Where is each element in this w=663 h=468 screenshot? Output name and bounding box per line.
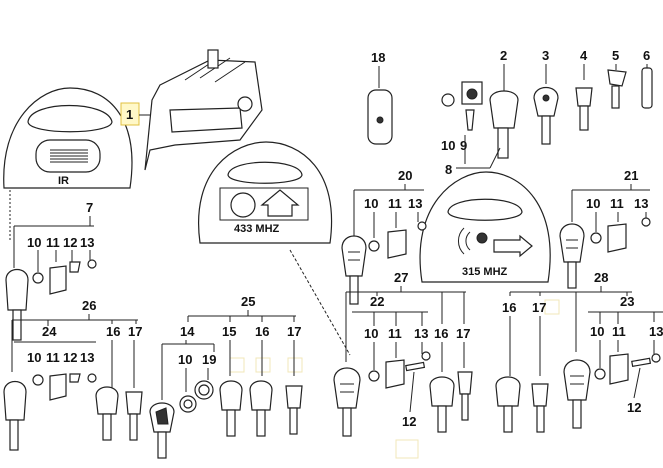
part-group-26: 26 24 10 11 12 13 16 17 — [3, 298, 143, 451]
callout-25-17: 17 — [287, 324, 301, 339]
callout-23-11: 11 — [612, 324, 626, 339]
part-group-28: 28 16 17 23 10 11 13 12 — [495, 270, 663, 433]
callout-5: 5 — [612, 48, 619, 63]
callout-21-13: 13 — [634, 196, 648, 211]
callout-27-16: 16 — [434, 326, 448, 341]
callout-27: 27 — [394, 270, 408, 285]
callout-7-11: 11 — [46, 235, 60, 250]
callout-26-16: 16 — [106, 324, 120, 339]
callout-25-16: 16 — [255, 324, 269, 339]
callout-24-12: 12 — [63, 350, 77, 365]
mhz315-label: 315 MHZ — [462, 266, 508, 278]
remote-315mhz-housing: 315 MHZ — [419, 171, 551, 283]
callout-22-10: 10 — [364, 326, 378, 341]
door-handle-assembly: 1 — [120, 49, 263, 171]
callout-26: 26 — [82, 298, 96, 313]
callout-3: 3 — [542, 48, 549, 63]
callout-10-top: 10 — [441, 138, 455, 153]
callout-6: 6 — [643, 48, 650, 63]
key-part-2: 2 — [489, 48, 519, 159]
callout-27-17: 17 — [456, 326, 470, 341]
callout-14-19: 19 — [202, 352, 216, 367]
part-group-7: 7 10 11 12 13 — [5, 200, 97, 341]
callout-25-14: 14 — [180, 324, 195, 339]
callout-24-11: 11 — [46, 350, 60, 365]
callout-25: 25 — [241, 294, 255, 309]
callout-22-11: 11 — [388, 326, 402, 341]
callout-2: 2 — [500, 48, 507, 63]
part-group-27: 27 22 10 11 13 16 17 12 — [333, 270, 473, 437]
callout-24: 24 — [42, 324, 57, 339]
callout-14-10: 10 — [178, 352, 192, 367]
callout-18: 18 — [371, 50, 385, 65]
part-group-8: 10 9 8 — [441, 81, 501, 177]
callout-26-17: 17 — [128, 324, 142, 339]
ir-remote-housing: IR — [3, 87, 133, 189]
callout-20: 20 — [398, 168, 412, 183]
callout-23-13: 13 — [649, 324, 663, 339]
callout-7-12: 12 — [63, 235, 77, 250]
callout-24-13: 13 — [80, 350, 94, 365]
part-group-20: 20 10 11 13 — [341, 168, 427, 305]
callout-22-13: 13 — [414, 326, 428, 341]
callout-28-16: 16 — [502, 300, 516, 315]
callout-21: 21 — [624, 168, 638, 183]
callout-20-10: 10 — [364, 196, 378, 211]
callout-20-13: 13 — [408, 196, 422, 211]
callout-box-1 — [120, 102, 140, 126]
callout-9: 9 — [460, 138, 467, 153]
callout-24-10: 10 — [27, 350, 41, 365]
callout-7-13: 13 — [80, 235, 94, 250]
callout-28-17: 17 — [532, 300, 546, 315]
callout-23-10: 10 — [590, 324, 604, 339]
callout-12-right: 12 — [627, 400, 641, 415]
key-part-3: 3 — [533, 48, 559, 145]
cover-part-18: 18 — [367, 50, 393, 145]
key-part-4: 4 — [575, 48, 593, 131]
key-part-6: 6 — [641, 48, 653, 109]
part-group-21: 21 10 11 13 — [559, 168, 651, 289]
callout-21-10: 10 — [586, 196, 600, 211]
callout-20-11: 11 — [388, 196, 402, 211]
callout-12-mid: 12 — [402, 414, 416, 429]
callout-21-11: 11 — [610, 196, 624, 211]
callout-1: 1 — [126, 107, 133, 122]
callout-8: 8 — [445, 162, 452, 177]
callout-28: 28 — [594, 270, 608, 285]
callout-22: 22 — [370, 294, 384, 309]
mhz433-label: 433 MHZ — [234, 223, 280, 235]
callout-25-15: 15 — [222, 324, 236, 339]
remote-433mhz-housing: 433 MHZ — [198, 141, 333, 244]
ir-label: IR — [58, 175, 69, 187]
key-part-5: 5 — [607, 48, 627, 109]
part-group-25: 25 14 15 16 17 10 19 — [149, 294, 303, 459]
callout-23: 23 — [620, 294, 634, 309]
callout-7: 7 — [86, 200, 93, 215]
callout-4: 4 — [580, 48, 588, 63]
callout-7-10: 10 — [27, 235, 41, 250]
